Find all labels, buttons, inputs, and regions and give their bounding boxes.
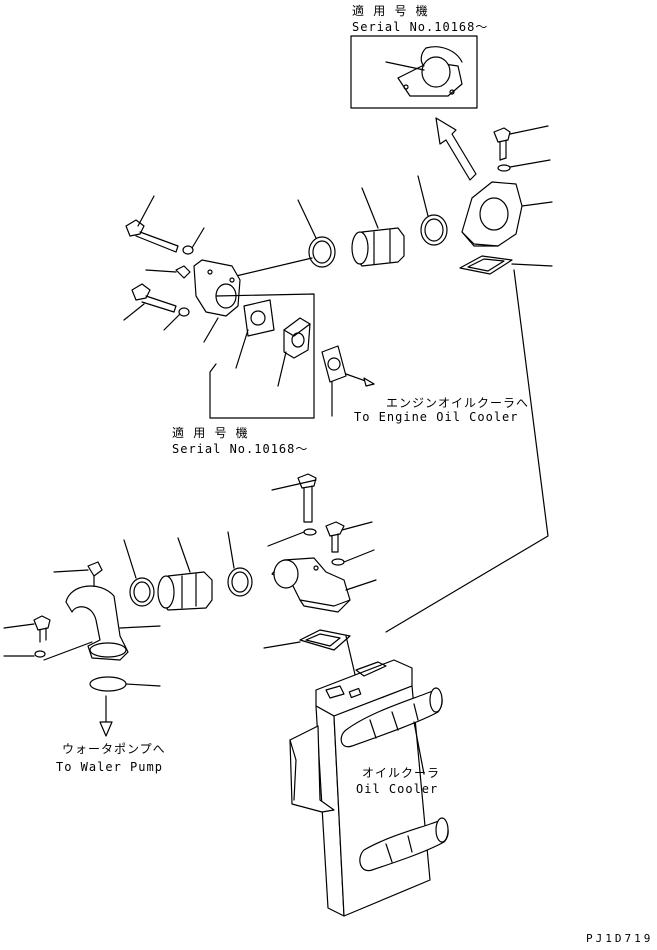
inset-middle-applicable-label: 適 用 号 機: [172, 426, 249, 440]
inset-middle-serial-label: Serial No.10168～: [172, 442, 309, 456]
middle-bolts: [267, 473, 375, 566]
engine-oil-cooler-en-label: To Engine Oil Cooler: [354, 410, 519, 424]
upper-housing-assembly: [385, 125, 553, 633]
inset-top-serial-label: Serial No.10168～: [352, 20, 489, 34]
upper-left-outlet: [123, 195, 241, 343]
inset-box-top: [350, 35, 478, 109]
oil-cooler-en-label: Oil Cooler: [356, 782, 439, 796]
water-pump-en-label: To Waler Pump: [56, 760, 163, 774]
lower-hose-row: [123, 531, 253, 611]
inset-box-middle: [209, 293, 315, 419]
oil-cooler-jp-label: オイルクーラ: [362, 766, 441, 780]
oil-cooler-body: [289, 659, 449, 917]
upper-hose-row: [235, 175, 448, 277]
direction-arrow-inset: [435, 117, 477, 181]
water-pump-pipe: [3, 561, 161, 737]
lower-elbow-assembly: [263, 557, 377, 697]
water-pump-jp-label: ウォータポンプへ: [62, 742, 166, 756]
inset-top-applicable-label: 適 用 号 機: [352, 4, 429, 18]
drawing-number: PJ1D719: [586, 932, 654, 945]
engine-oil-cooler-jp-label: エンジンオイルクーラへ: [386, 396, 530, 410]
engine-oil-cooler-gasket: [321, 345, 375, 417]
